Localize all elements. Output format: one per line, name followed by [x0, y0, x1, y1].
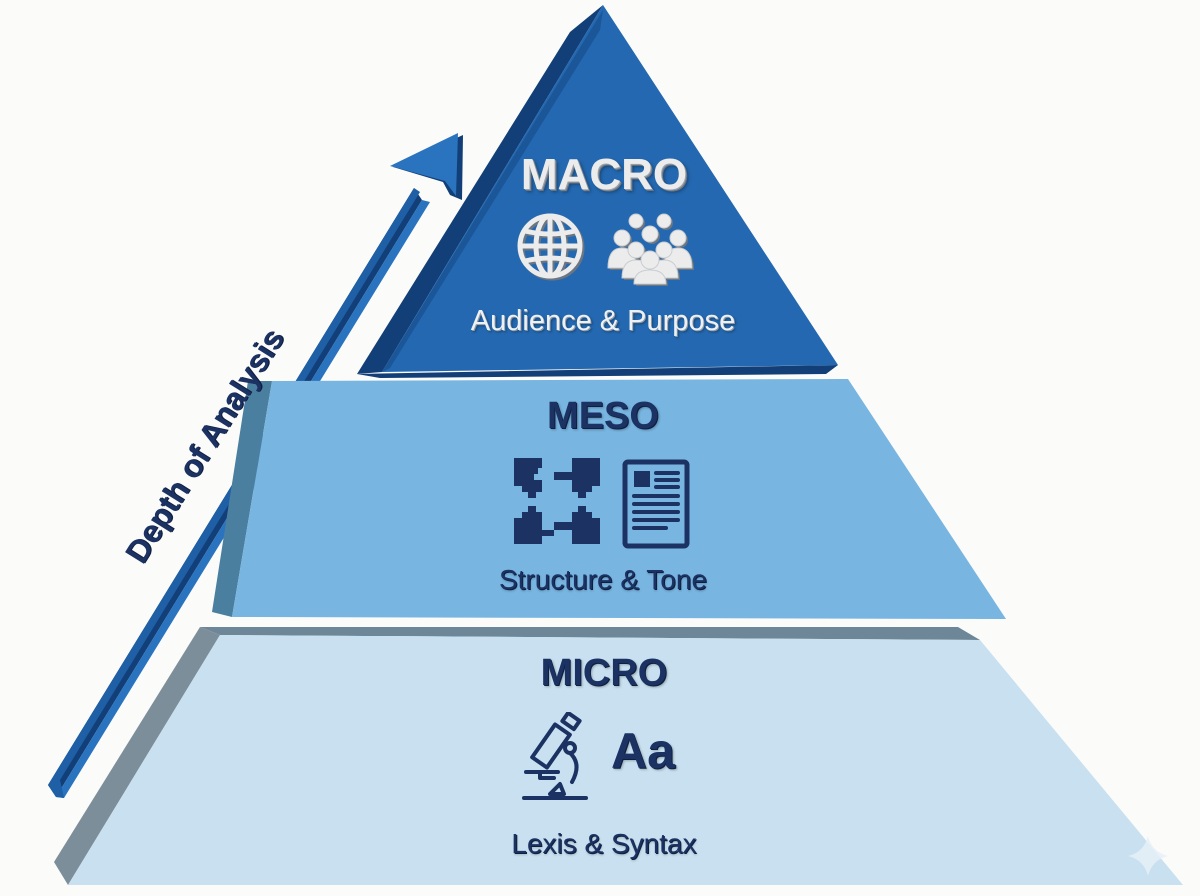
tier-micro-shape — [54, 627, 1183, 885]
group-people-icon — [607, 213, 694, 286]
tier-meso-shape — [212, 379, 1006, 619]
tier-micro-title: MICRO — [540, 652, 668, 694]
network-structure-icon — [514, 458, 600, 544]
tier-macro-title: MACRO — [520, 150, 688, 199]
globe-icon — [517, 213, 585, 281]
tier-meso-subtitle: Structure & Tone — [498, 564, 708, 595]
sparkle-icon — [1128, 836, 1168, 876]
typography-icon: Aa — [611, 723, 675, 779]
tier-macro-subtitle: Audience & Purpose — [470, 305, 736, 337]
tier-macro-shape — [357, 5, 838, 378]
microscope-icon — [522, 712, 588, 800]
document-icon — [622, 459, 690, 549]
tier-meso-title: MESO — [547, 395, 659, 437]
tier-micro-subtitle: Lexis & Syntax — [511, 828, 697, 859]
